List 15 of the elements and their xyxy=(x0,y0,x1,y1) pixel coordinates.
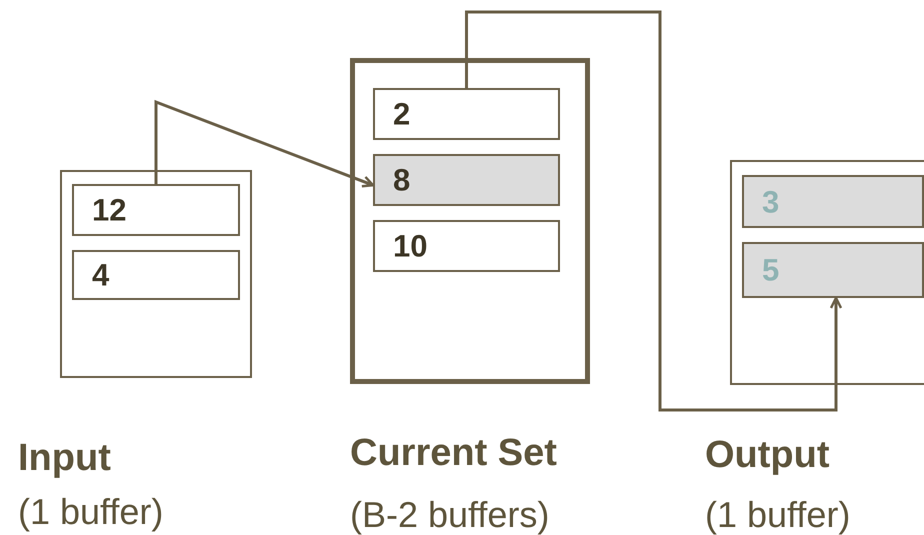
record-slot: 8 xyxy=(373,154,560,206)
record-slot: 2 xyxy=(373,88,560,140)
record-slot: 5 xyxy=(742,242,924,298)
buffer-count: (1 buffer) xyxy=(18,492,164,532)
record-slot: 3 xyxy=(742,175,924,228)
record-slot: 4 xyxy=(72,250,240,300)
buffer-count: (B-2 buffers) xyxy=(350,495,550,535)
buffer-count: (1 buffer) xyxy=(705,495,850,535)
record-slot: 12 xyxy=(72,184,240,236)
buffer-heading: Output xyxy=(705,435,830,477)
record-slot: 10 xyxy=(373,220,560,272)
arrow xyxy=(154,100,374,188)
buffer-heading: Current Set xyxy=(350,433,557,475)
arrow xyxy=(465,10,842,412)
buffer-heading: Input xyxy=(18,438,111,480)
